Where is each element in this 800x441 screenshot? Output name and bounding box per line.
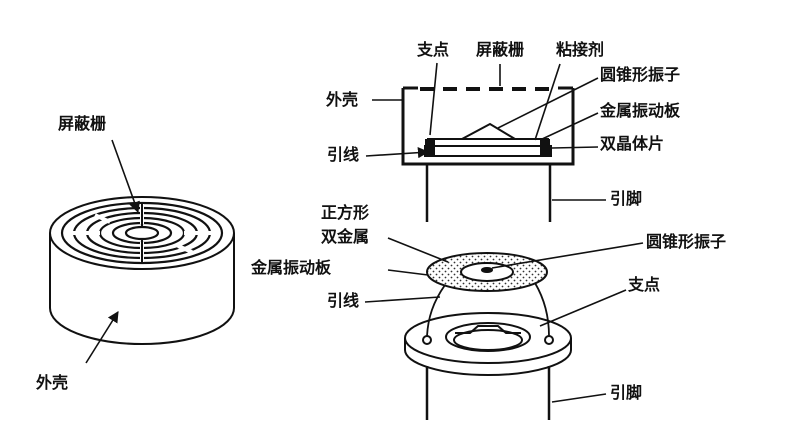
section-pins <box>425 164 552 222</box>
exploded-leaders <box>364 237 644 403</box>
label-adhesive: 粘接剂 <box>556 40 605 59</box>
label-bimetal: 双金属 <box>321 227 370 246</box>
section-internals <box>424 122 552 157</box>
label-housing-left: 外壳 <box>36 373 69 392</box>
label-shield-grid-left: 屏蔽栅 <box>58 114 107 133</box>
exploded-plate <box>426 252 548 292</box>
label-housing-top: 外壳 <box>326 90 359 109</box>
exploded-pins <box>425 366 551 420</box>
left-leaders <box>85 139 140 364</box>
label-square: 正方形 <box>321 203 370 222</box>
label-pin-bottom: 引脚 <box>610 383 643 402</box>
label-cone-vibrator-bottom: 圆锥形振子 <box>646 232 727 251</box>
label-metal-plate-bottom: 金属振动板 <box>251 258 332 277</box>
exploded-wires <box>426 282 550 337</box>
label-cone-vibrator-top: 圆锥形振子 <box>600 65 681 84</box>
section-leaders <box>365 62 606 201</box>
label-lead-wire-bottom: 引线 <box>327 291 360 310</box>
section-housing <box>401 86 575 166</box>
label-pin-top: 引脚 <box>610 189 643 208</box>
label-lead-wire-top: 引线 <box>327 145 360 164</box>
exploded-base <box>404 312 572 376</box>
label-support-point-bottom: 支点 <box>628 275 661 294</box>
label-support-point-top: 支点 <box>417 40 450 59</box>
label-metal-plate-top: 金属振动板 <box>600 101 681 120</box>
label-shield-grid-top: 屏蔽栅 <box>476 40 525 59</box>
label-bimorph: 双晶体片 <box>600 134 665 153</box>
